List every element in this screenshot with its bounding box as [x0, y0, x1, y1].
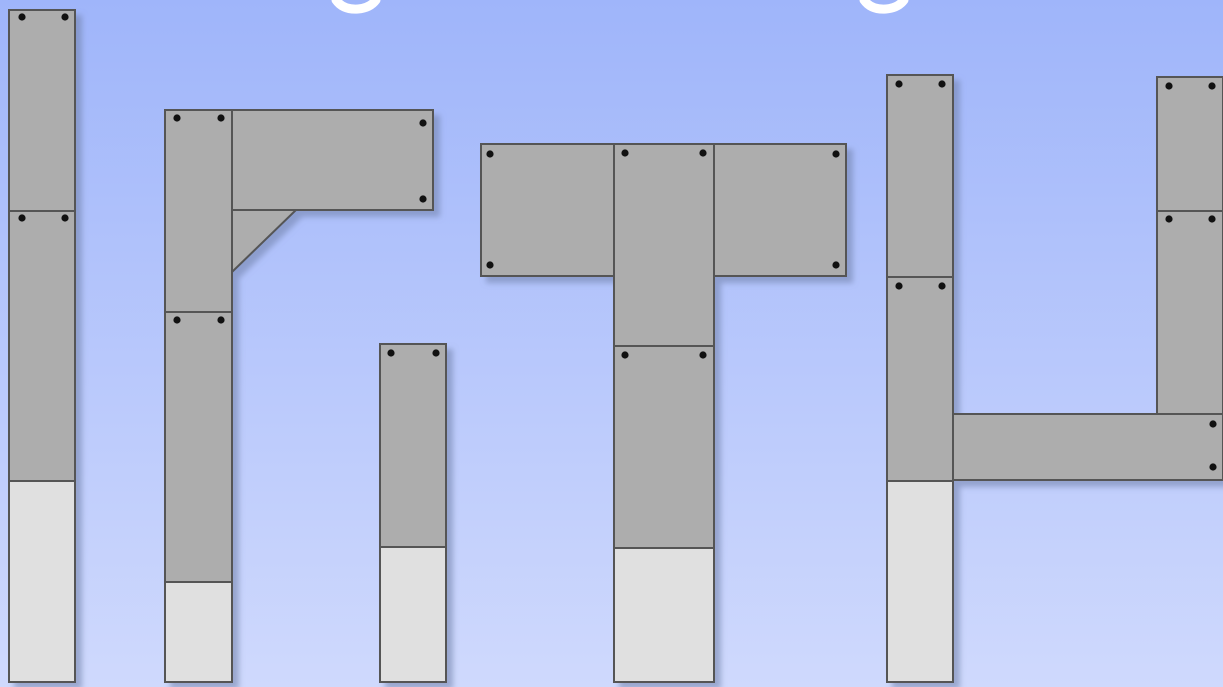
- bolt: [387, 349, 394, 356]
- left-post-plate-upper: [887, 75, 953, 277]
- bolt: [1208, 215, 1215, 222]
- arm-plate: [232, 110, 433, 210]
- bolt: [938, 282, 945, 289]
- bolt: [61, 13, 68, 20]
- post-buried-end: [165, 582, 232, 682]
- short-post-structure: [380, 344, 446, 682]
- bolt: [832, 261, 839, 268]
- post-plate: [380, 344, 446, 547]
- right-wing-plate: [714, 144, 846, 276]
- single-post-structure: [9, 10, 75, 682]
- bolt: [486, 150, 493, 157]
- bolt: [621, 149, 628, 156]
- post-buried-end: [9, 481, 75, 682]
- bolt: [1165, 215, 1172, 222]
- left-post-plate-lower: [887, 277, 953, 481]
- bolt: [419, 195, 426, 202]
- bolt: [832, 150, 839, 157]
- bolt: [419, 119, 426, 126]
- stem-plate-upper: [614, 144, 714, 346]
- bolt: [938, 80, 945, 87]
- bolt: [895, 80, 902, 87]
- bolt: [432, 349, 439, 356]
- bolt: [1165, 82, 1172, 89]
- bolt: [173, 114, 180, 121]
- post-plate-upper: [9, 10, 75, 211]
- bolt: [486, 261, 493, 268]
- bolt: [621, 351, 628, 358]
- bolt: [217, 316, 224, 323]
- right-post-plate-lower: [1157, 211, 1223, 414]
- bolt: [18, 214, 25, 221]
- bolt: [1209, 463, 1216, 470]
- bolt: [217, 114, 224, 121]
- stem-plate-lower: [614, 346, 714, 548]
- left-post-buried-end: [887, 481, 953, 682]
- bolt: [1208, 82, 1215, 89]
- post-plate-lower: [9, 211, 75, 481]
- right-post-plate-upper: [1157, 77, 1223, 211]
- bolt: [61, 214, 68, 221]
- bolt: [18, 13, 25, 20]
- bolt: [173, 316, 180, 323]
- bolt: [1209, 420, 1216, 427]
- stem-buried-end: [614, 548, 714, 682]
- post-plate-upper: [165, 110, 232, 312]
- bolt: [699, 149, 706, 156]
- bolt: [699, 351, 706, 358]
- post-buried-end: [380, 547, 446, 682]
- crossbeam-plate: [953, 414, 1223, 480]
- post-plate-lower: [165, 312, 232, 582]
- bolt: [895, 282, 902, 289]
- left-wing-plate: [481, 144, 614, 276]
